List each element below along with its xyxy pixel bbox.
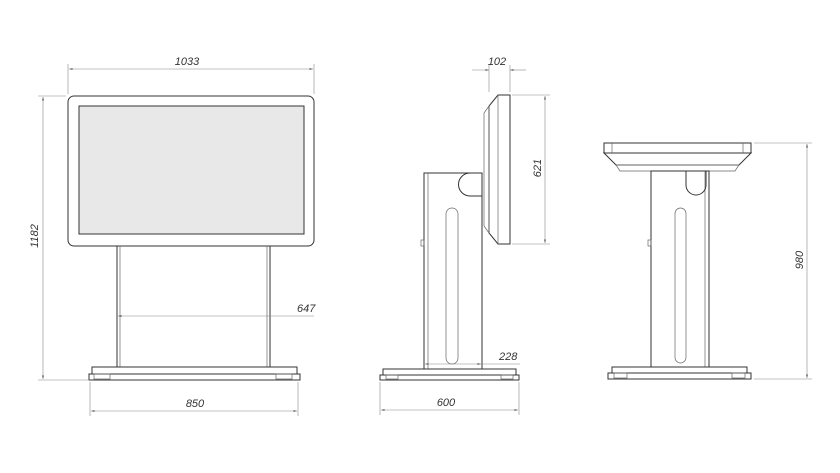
dim-front-height: 1182 [29, 95, 88, 381]
front-column [116, 245, 271, 368]
dim-column-width: 647 [118, 303, 316, 318]
side-monitor [488, 94, 511, 245]
dim-label-front-width: 1033 [175, 56, 200, 68]
dim-front-width: 1033 [67, 56, 315, 94]
dim-label-side-base: 600 [437, 397, 456, 409]
dim-label-column-width: 647 [297, 303, 316, 315]
table-pivot [685, 170, 707, 196]
side-view [379, 94, 520, 381]
side-column [423, 172, 483, 370]
dim-table-height: 980 [754, 142, 812, 380]
front-base [91, 366, 298, 375]
dim-label-table-height: 980 [794, 250, 806, 269]
dim-side-top: 102 [472, 56, 526, 92]
side-column-slot [445, 207, 459, 365]
dim-side-screen: 621 [512, 94, 550, 245]
table-view [602, 142, 753, 380]
dim-label-side-top: 102 [488, 56, 506, 68]
table-base [611, 366, 748, 374]
side-pivot [458, 172, 483, 197]
front-view [67, 95, 315, 381]
dim-side-column: 228 [425, 351, 520, 366]
dim-label-side-screen: 621 [532, 159, 544, 177]
dim-side-base: 600 [379, 382, 520, 415]
table-column [650, 170, 710, 368]
front-screen [78, 105, 305, 235]
dim-base-width-front: 850 [89, 382, 299, 416]
side-base [382, 368, 517, 376]
dim-label-base-width-front: 850 [186, 398, 205, 410]
dim-label-side-column: 228 [498, 351, 518, 363]
table-monitor-top [603, 142, 752, 154]
table-column-slot [674, 207, 687, 364]
dim-label-front-height: 1182 [29, 224, 41, 248]
